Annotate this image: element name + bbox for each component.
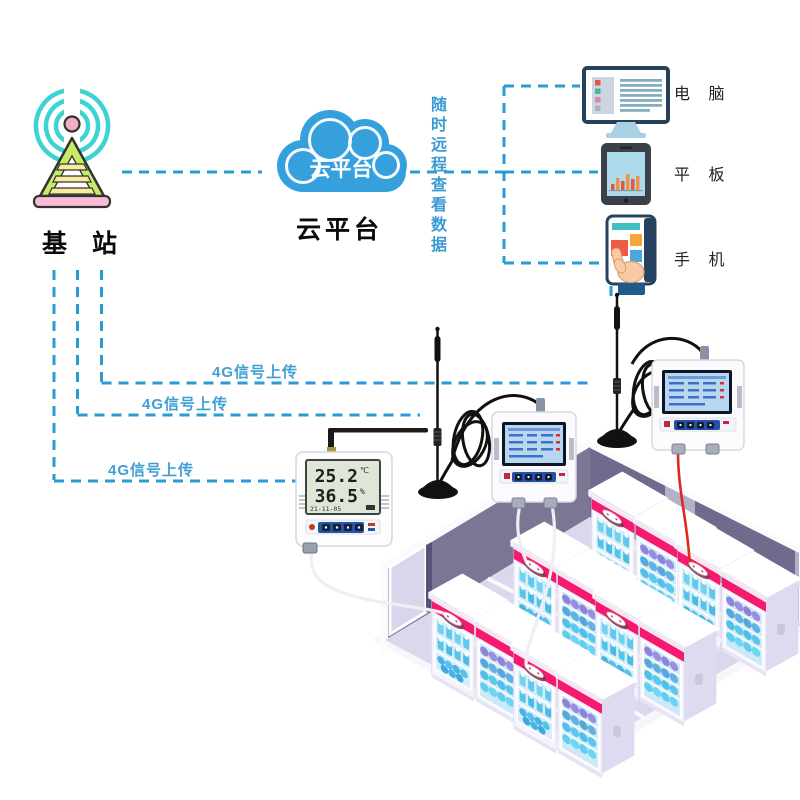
network-links — [52, 84, 613, 483]
temp-logger-left: 25.2 ℃ 36.5 % 21-11-05 — [295, 428, 428, 554]
uplink-label-2: 4G信号上传 — [142, 396, 229, 413]
phone-icon — [605, 214, 657, 295]
probe-connector — [511, 497, 526, 509]
cloud-inside-text: 云平台 — [310, 157, 373, 181]
lcd-temperature: 25.2 — [315, 466, 358, 487]
tablet-icon — [601, 143, 651, 205]
radio-waves-left-icon — [33, 87, 64, 165]
probe-connector — [671, 443, 686, 455]
uplink-line-1 — [100, 270, 592, 385]
probe-connector — [705, 443, 720, 455]
cloud-label: 云平台 — [296, 216, 384, 244]
lcd-status-date: 21-11-05 — [310, 505, 341, 513]
rod-antenna-icon — [328, 428, 428, 433]
base-station-label: 基 站 — [42, 230, 126, 258]
uplink-line-2 — [76, 270, 420, 417]
lcd-temp-unit: ℃ — [360, 466, 369, 475]
cloud-platform-icon: 云平台 — [277, 110, 407, 192]
gateway-middle — [418, 326, 577, 509]
lcd-humidity: 36.5 — [315, 486, 358, 507]
base-station-icon — [32, 87, 112, 209]
probe-connector — [543, 497, 558, 509]
computer-icon — [582, 66, 670, 138]
tablet-label: 平 板 — [674, 167, 732, 184]
lcd-screen — [305, 459, 381, 515]
uplink-line-3 — [52, 270, 330, 483]
hand-icon — [610, 247, 645, 295]
remote-view-text: 随时远程查看数据 — [428, 96, 445, 256]
sensor-cables — [309, 451, 691, 666]
cable-mid-2 — [524, 504, 557, 666]
radio-waves-right-icon — [80, 87, 111, 165]
probe-connector — [302, 542, 318, 554]
uplink-label-1: 4G信号上传 — [212, 364, 299, 381]
cable-right-red — [676, 451, 691, 563]
gateway-right — [597, 292, 745, 455]
cable-left-logger — [309, 549, 444, 615]
brand-logo — [309, 524, 315, 530]
server-room — [372, 439, 800, 780]
computer-label: 电 脑 — [674, 86, 732, 103]
uplink-label-3: 4G信号上传 — [108, 462, 195, 479]
phone-label: 手 机 — [674, 252, 732, 269]
cable-mid-1 — [516, 504, 528, 562]
coiled-cable-icon — [436, 394, 540, 487]
lcd-humidity-unit: % — [360, 487, 365, 496]
